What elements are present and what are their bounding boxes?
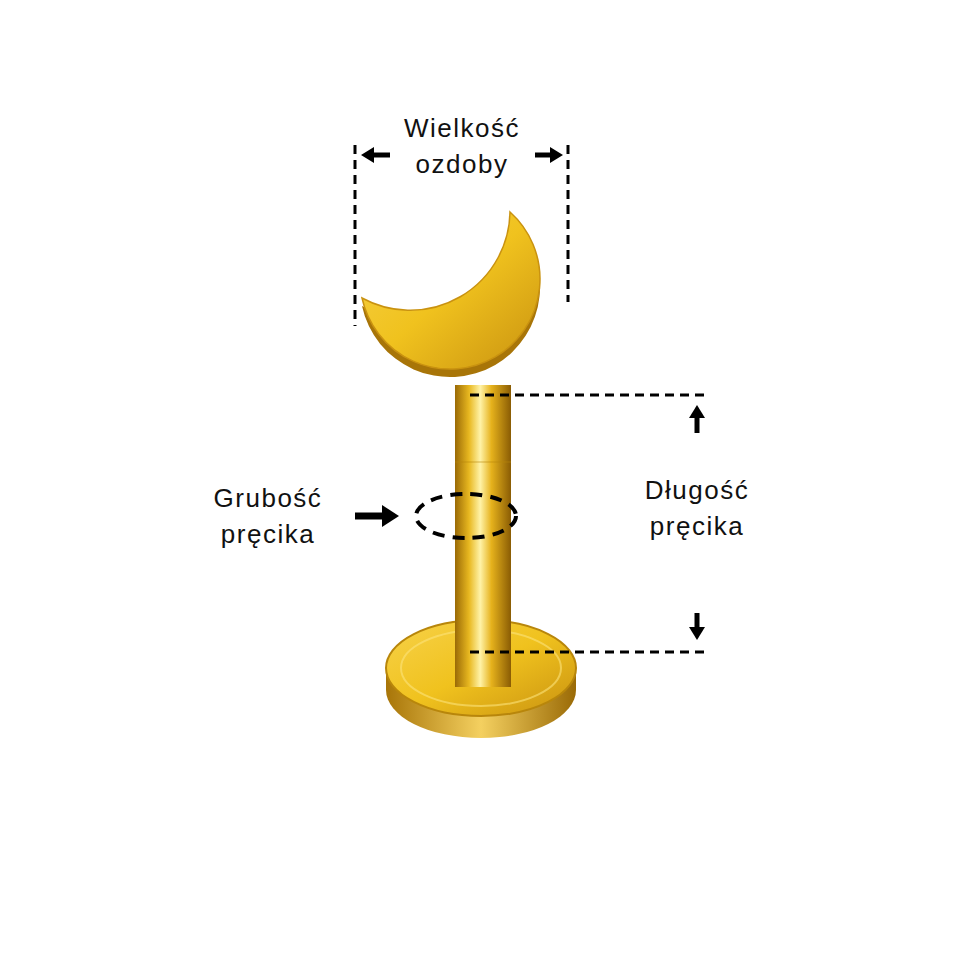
- dimension-label: Długość pręcika: [607, 472, 787, 544]
- dimension-label: Grubość pręcika: [178, 480, 358, 552]
- dimension-arrows: [355, 147, 705, 640]
- dimension-lines: [355, 145, 706, 652]
- moon-ornament: [362, 212, 540, 377]
- dimension-label: Wielkość ozdoby: [372, 110, 552, 182]
